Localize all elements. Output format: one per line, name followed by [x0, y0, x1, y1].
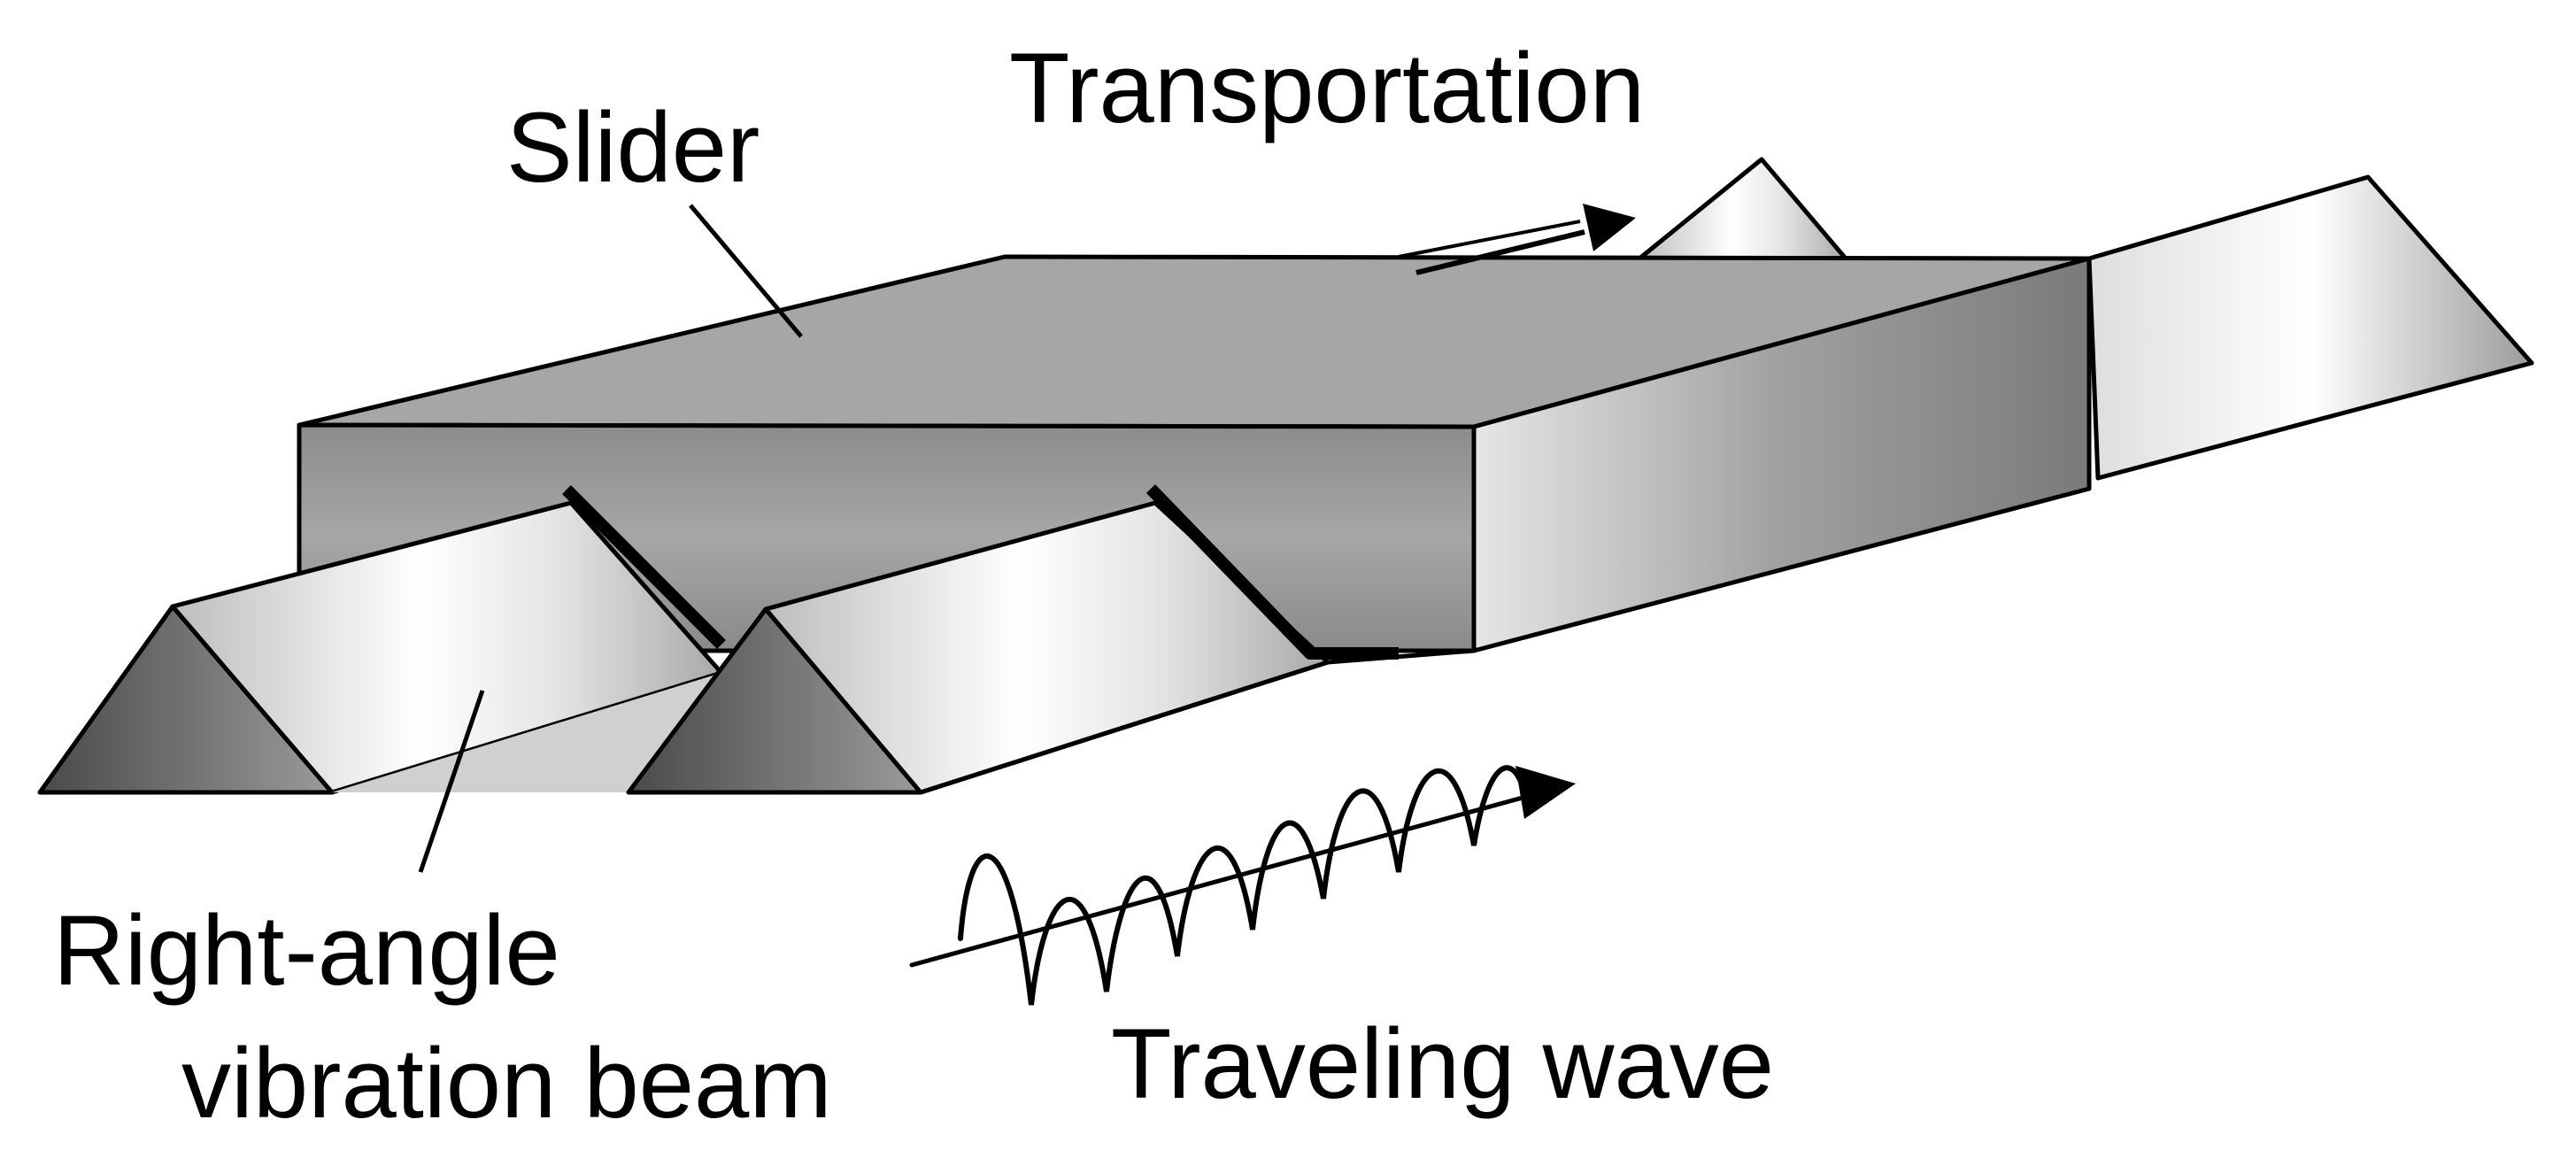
beam-groove-1 [562, 485, 726, 649]
slider-label: Slider [506, 92, 760, 203]
beam-back-segment [1637, 157, 1848, 261]
traveling-wave [909, 765, 1576, 1006]
beam-label-line1: Right-angle [53, 895, 560, 1006]
vibration-beam-front [37, 484, 1475, 795]
wave-arrow-head [1516, 766, 1576, 819]
transportation-arrow-head [1583, 204, 1636, 251]
slider-leader [689, 204, 803, 338]
beam-label-line2: vibration beam [181, 1028, 832, 1139]
beam-lower-edge [920, 648, 1475, 795]
leader-lines [418, 204, 803, 873]
wave-sine-path [958, 765, 1530, 1006]
beam-tail-face [2086, 174, 2534, 481]
beam-leader [418, 690, 485, 873]
traveling-wave-label: Traveling wave [1111, 1008, 1774, 1119]
beam-groove-2 [1145, 484, 1399, 660]
transportation-label: Transportation [1009, 33, 1645, 143]
labels: Slider Transportation Right-angle vibrat… [53, 33, 1774, 1139]
wave-axis-line [909, 785, 1561, 968]
transportation-arrow-line [1415, 229, 1585, 275]
vibration-beam [1637, 157, 2534, 481]
transportation-arrow-outline [1398, 220, 1581, 259]
slider-side-face [1471, 256, 2092, 653]
transportation-arrow [1398, 204, 1636, 275]
